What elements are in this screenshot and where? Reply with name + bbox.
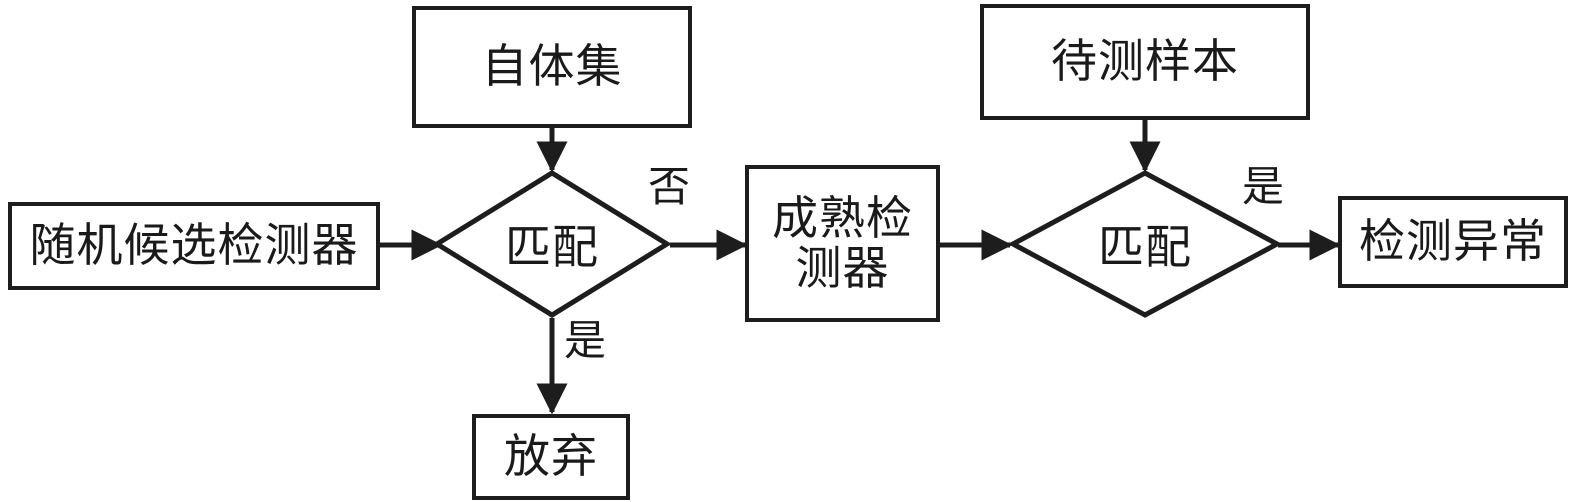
node-random-candidate-detector[interactable]: 随机候选检测器 [8,202,380,290]
node-self-set[interactable]: 自体集 [412,6,692,128]
node-match-1[interactable]: 匹配 [432,170,672,318]
node-label: 随机候选检测器 [29,218,359,273]
edge-label-match2-yes: 是 [1242,162,1285,211]
node-mature-detector[interactable]: 成熟检 测器 [745,165,940,322]
edge-label-match1-no: 否 [648,162,691,211]
node-label: 成熟检 测器 [772,190,913,295]
node-detect-anomaly[interactable]: 检测异常 [1338,196,1568,288]
node-label: 自体集 [481,39,623,94]
node-label: 放弃 [504,429,598,484]
node-label: 匹配 [505,220,599,274]
node-label: 匹配 [1098,220,1192,274]
diamond-shape [432,170,672,318]
node-label: 检测异常 [1359,214,1547,269]
node-discard[interactable]: 放弃 [472,414,630,500]
node-test-sample[interactable]: 待测样本 [980,4,1310,120]
node-match-2[interactable]: 匹配 [1007,170,1283,318]
node-label: 待测样本 [1051,34,1239,89]
diamond-shape [1007,170,1283,318]
edge-label-match1-yes: 是 [564,316,607,365]
